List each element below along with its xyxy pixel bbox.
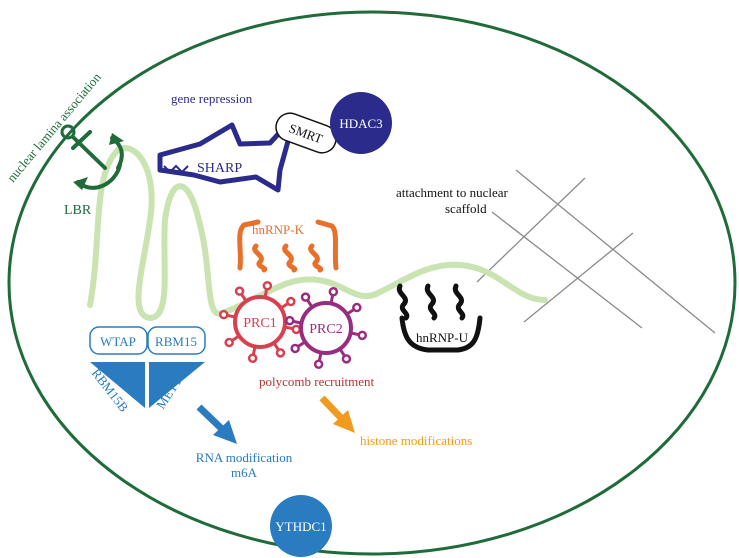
prc2-gear-icon: [284, 286, 368, 370]
sharp-label: SHARP: [197, 161, 242, 176]
prc2-gear-knob: [357, 330, 368, 341]
prc2-gear-knob: [290, 343, 300, 354]
gene-repression-label: gene repression: [171, 91, 253, 106]
rbm15-box: [147, 326, 206, 355]
nuclear-lamina-label: nuclear lamina association: [4, 69, 104, 185]
prc2-label: PRC2: [309, 322, 342, 337]
scaffold-label: scaffold: [445, 201, 487, 216]
histone-arrow-icon: [319, 395, 346, 423]
prc1-gear-knob: [247, 353, 258, 364]
mettl3-triangle: [149, 362, 205, 408]
xist-rna-strand: [87, 145, 548, 322]
prc1-gear-knob: [291, 324, 302, 335]
prc1-gear-knob: [218, 309, 229, 320]
hnrnpu-protein-icon: [396, 283, 483, 353]
hnrnpk-protein-icon: [237, 219, 339, 273]
hnrnpu-label: hnRNP-U: [416, 330, 469, 345]
attachment-label: attachment to nuclear: [396, 185, 509, 200]
histone-modifications-label: histone modifications: [360, 433, 472, 448]
prc2-gear-knob: [328, 286, 339, 297]
rna-modification-label: RNA modification: [196, 450, 293, 465]
rna-modification-arrowhead: [213, 420, 237, 444]
wtap-box: [89, 326, 148, 355]
rna-modification-arrow-icon: [196, 404, 226, 433]
sharp-mouth-icon: [163, 164, 189, 174]
prc2-gear-knob: [313, 359, 324, 370]
lbr-anchor-arrowhead-left: [73, 177, 88, 190]
prc2-gear-body: [299, 301, 353, 355]
m6a-label: m6A: [231, 465, 258, 480]
hdac3-label: HDAC3: [339, 116, 382, 131]
prc1-label: PRC1: [243, 316, 276, 331]
sharp-shark-icon: [157, 113, 298, 193]
ythdc1-circle: [270, 495, 332, 557]
smrt-capsule: SMRT: [275, 112, 337, 154]
wtap-label: WTAP: [100, 334, 136, 349]
hdac3-circle: [330, 92, 392, 154]
histone-arrowhead: [333, 410, 355, 433]
prc1-gear-knob: [275, 348, 286, 358]
lbr-label: LBR: [64, 203, 92, 218]
rbm15-label: RBM15: [155, 334, 197, 349]
hnrnpk-label: hnRNP-K: [252, 222, 305, 237]
prc2-gear-knob: [341, 354, 352, 364]
prc1-gear-knob: [286, 296, 296, 307]
prc1-gear-knob: [262, 280, 273, 291]
prc2-gear-knob: [300, 292, 311, 302]
polycomb-recruitment-label: polycomb recruitment: [259, 374, 375, 389]
prc1-gear-body: [233, 295, 287, 349]
prc2-gear-knob: [352, 302, 362, 313]
rbm15b-triangle: [90, 362, 145, 408]
prc2-gear-knob: [284, 315, 295, 326]
prc1-gear-knob: [234, 286, 245, 296]
prc1-gear-knob: [224, 337, 234, 348]
nucleus-outline: [7, 10, 737, 556]
prc1-gear-icon: [218, 280, 302, 364]
ythdc1-label: YTHDC1: [275, 519, 326, 534]
lbr-anchor-arrowhead-right: [109, 133, 124, 145]
nuclear-scaffold-lines: [476, 169, 716, 334]
